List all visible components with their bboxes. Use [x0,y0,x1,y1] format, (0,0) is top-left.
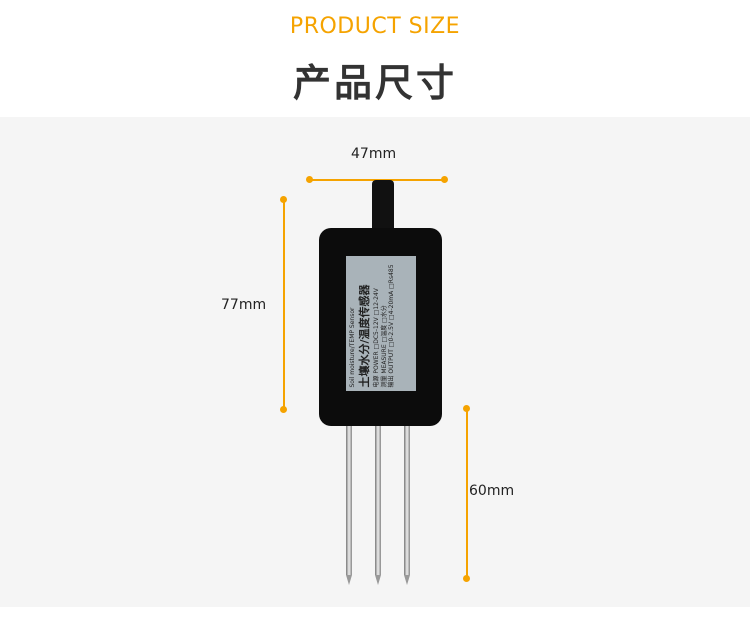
dimension-dot [463,575,470,582]
label-row: 测量 MEASURE □温度 □水分 [380,304,388,387]
probe-length-label: 60mm [469,483,515,499]
sensor-label: Soil moisture/TEMP Sensor 土壤水分/温度传感器 电源 … [346,256,416,391]
probe-tip [404,575,410,585]
dimension-dot [463,405,470,412]
height-dimension-line [283,200,285,410]
dimension-dot [441,176,448,183]
dimension-dot [280,406,287,413]
probe-tip [346,575,352,585]
probe [404,425,410,575]
subtitle: PRODUCT SIZE [289,14,461,39]
probe [375,425,381,575]
label-row: 输出 OUTPUT □0-2.5V □4-20mA □Rs485 [387,263,395,387]
probe-tip [375,575,381,585]
dimension-dot [306,176,313,183]
height-label: 77mm [221,297,267,313]
width-label: 47mm [351,146,397,162]
label-row: 电源 POWER □DC5-12V □12-24V [373,287,381,387]
page-title: 产品尺寸 [292,61,457,105]
label-english: Soil moisture/TEMP Sensor [349,307,356,387]
sensor-cable [372,180,394,232]
probe-dimension-line [466,409,468,579]
dimension-dot [280,196,287,203]
probe [346,425,352,575]
label-chinese: 土壤水分/温度传感器 [358,283,372,387]
